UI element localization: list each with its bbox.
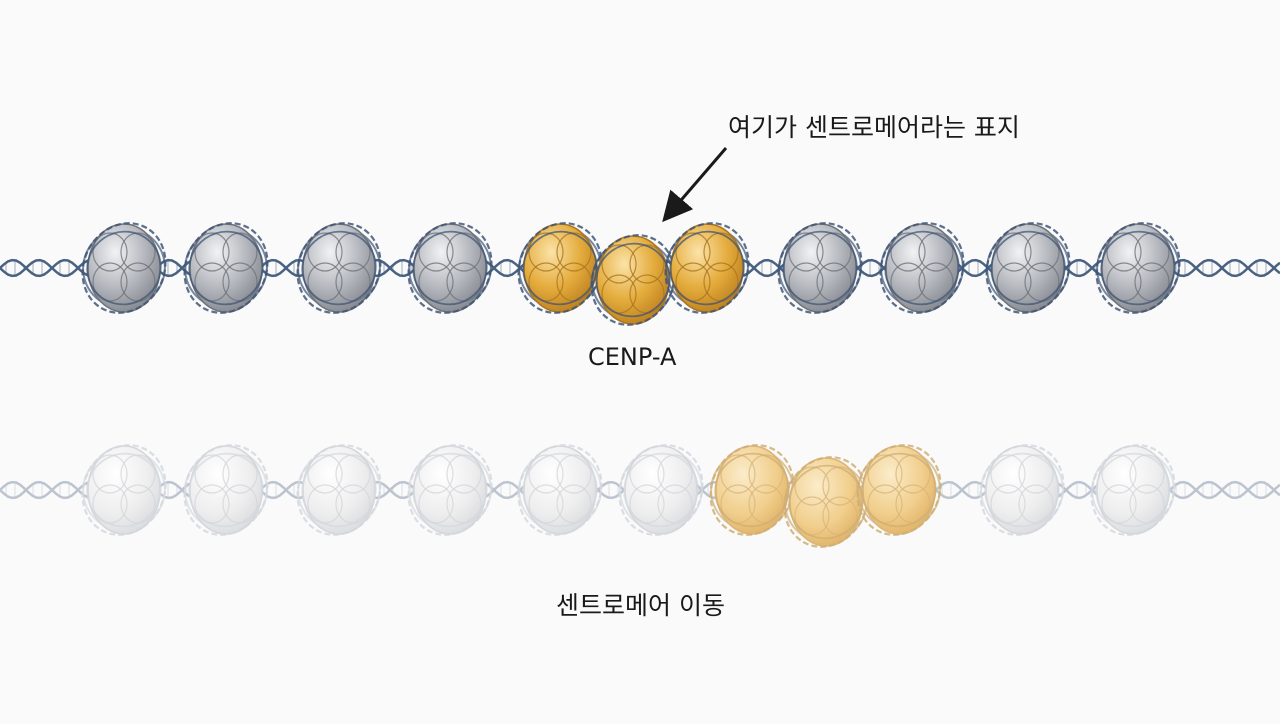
annotation-arrow: [662, 147, 728, 223]
top-chromatin-histone-nucleosome-4: [407, 222, 493, 314]
bottom-chromatin-cenp-a-nucleosome-7: [709, 444, 795, 536]
bottom-chromatin-cenp-a-nucleosome-8: [783, 456, 869, 548]
top-chromatin-cenp-a-nucleosome-5: [517, 222, 603, 314]
bottom-chromatin-histone-nucleosome-2: [183, 444, 269, 536]
top-chromatin-histone-nucleosome-9: [879, 222, 965, 314]
bottom-chromatin-histone-nucleosome-1: [81, 444, 167, 536]
bottom-chromatin-histone-nucleosome-4: [407, 444, 493, 536]
centromere-marker-annotation: 여기가 센트로메어라는 표지: [728, 113, 1020, 142]
top-chromatin-histone-nucleosome-1: [81, 222, 167, 314]
bottom-chromatin-histone-nucleosome-6: [618, 444, 704, 536]
bottom-chromatin-histone-nucleosome-3: [296, 444, 382, 536]
top-chromatin-histone-nucleosome-10: [985, 222, 1071, 314]
top-chromatin-cenp-a-nucleosome-7: [664, 222, 750, 314]
bottom-chromatin-cenp-a-nucleosome-9: [856, 444, 942, 536]
top-chromatin-histone-nucleosome-3: [296, 222, 382, 314]
top-chromatin-histone-nucleosome-2: [183, 222, 269, 314]
top-chromatin-histone-nucleosome-8: [777, 222, 863, 314]
bottom-chromatin-histone-nucleosome-11: [1090, 444, 1176, 536]
bottom-chromatin-histone-nucleosome-5: [517, 444, 603, 536]
centromere-shift-caption: 센트로메어 이동: [556, 591, 725, 620]
top-chromatin-cenp-a-nucleosome-6: [590, 234, 676, 326]
cenp-a-label: CENP-A: [588, 343, 677, 371]
top-chromatin-histone-nucleosome-11: [1095, 222, 1181, 314]
bottom-chromatin-histone-nucleosome-10: [979, 444, 1065, 536]
